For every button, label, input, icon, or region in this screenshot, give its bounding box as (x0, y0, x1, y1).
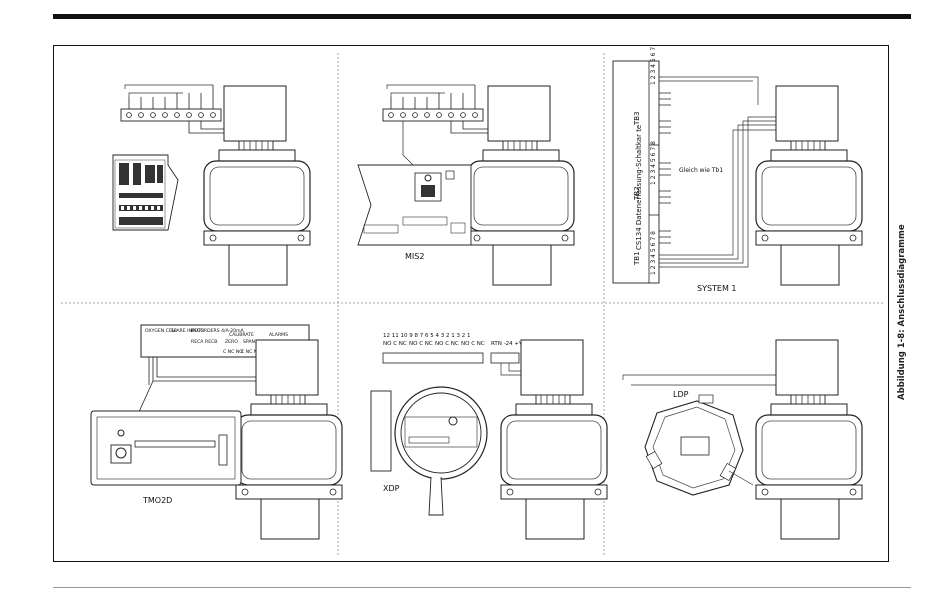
xdp-contacts-power: RTN -24 +V (491, 341, 523, 347)
tb2-numbers: 1 2 3 4 5 6 7 8 (650, 141, 657, 185)
xdp-contacts-4: NO C NC (461, 341, 485, 347)
tb2-label: TB2 (633, 186, 641, 201)
tmo2d-sub-zero: ZERO (225, 339, 238, 345)
tmo2d-header-oxygen: OXYGEN CELL (145, 328, 177, 334)
panel-system1: CS134 Datenerfassung-Schaltkar te TB3 TB… (612, 45, 863, 293)
tmo2d-header-alarms: ALARMS (269, 332, 288, 338)
tb3-label: TB3 (633, 111, 641, 126)
xdp-contacts-3: NO C NC (435, 341, 459, 347)
tb1-label: TB1 (633, 251, 641, 266)
figure-title: Abbildung 1-8: Anschlussdiagramme (897, 224, 907, 400)
card-label: CS134 Datenerfassung-Schaltkar te (635, 125, 643, 250)
panel-generic-controller (112, 84, 311, 286)
tmo2d-sub-reca: RECA (191, 339, 204, 345)
tmo2d-header-calibrate: CALIBRATE (229, 332, 254, 338)
xdp-contacts-2: NO C NC (409, 341, 433, 347)
system1-label: SYSTEM 1 (697, 284, 737, 293)
xdp-terminal-numbers: 12 11 10 9 8 7 6 5 4 3 2 1 3 2 1 (383, 333, 470, 339)
wiring-diagrams: MIS2 CS134 Datenerfassung-Schaltkar te T… (61, 45, 883, 557)
tmo2d-sub-span: SPAN (243, 339, 255, 345)
tmo2d-sub-recb: RECB (205, 339, 217, 345)
xdp-label: XDP (383, 484, 400, 493)
note-label: Gleich wie Tb1 (679, 167, 723, 174)
tmo2d-label: TMO2D (142, 496, 172, 505)
diagram-frame (53, 45, 889, 562)
tmo2d-contacts-2: C NC NO (241, 349, 261, 355)
tmo2d-contacts-1: C NC NO (223, 349, 243, 355)
panel-mis2: MIS2 (357, 84, 575, 286)
mis2-label: MIS2 (405, 252, 424, 261)
footer-rule (53, 587, 911, 588)
tmo2d-header-recorders: RECORDERS 4/A-20mA (191, 328, 245, 334)
xdp-contacts-1: NO C NC (383, 341, 407, 347)
panel-ldp: LDP (622, 339, 863, 540)
panel-xdp: 12 11 10 9 8 7 6 5 4 3 2 1 3 2 1 NO C NC… (370, 333, 608, 540)
ldp-label: LDP (673, 390, 689, 399)
header-rule (53, 14, 911, 19)
tb1-numbers: 1 2 3 4 5 6 7 8 (650, 231, 657, 275)
panel-tmo2d: OXYGEN CELL SPARE INPUTS RECORDERS 4/A-2… (90, 324, 343, 540)
tb3-numbers: 1 2 3 4 5 6 7 8 9 10 (650, 45, 657, 85)
tmo2d-header-spare: SPARE INPUTS (171, 328, 204, 334)
